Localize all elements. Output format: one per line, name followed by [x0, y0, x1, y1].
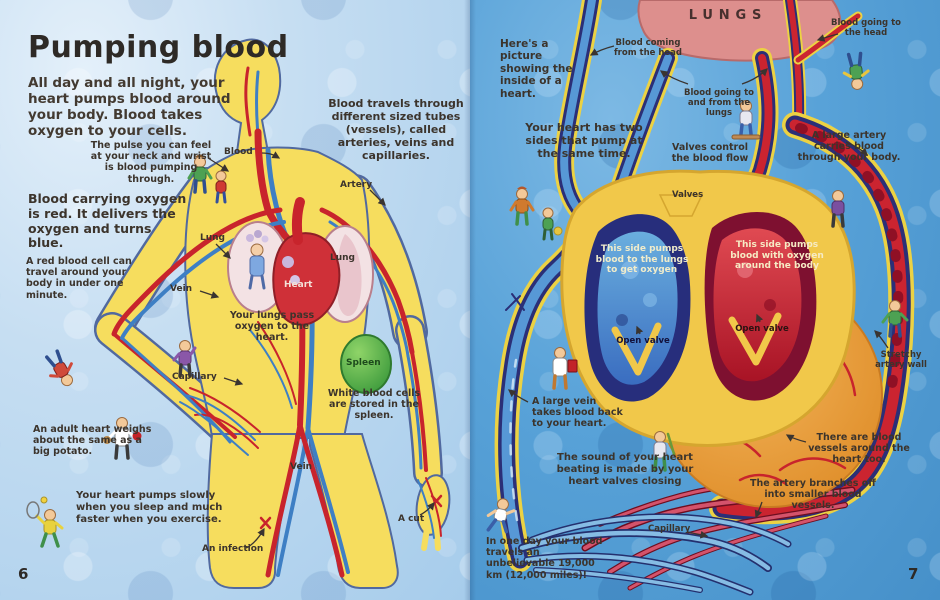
page-right	[470, 0, 940, 600]
vein-capillaries	[518, 513, 792, 596]
label-spleen: Spleen	[346, 358, 381, 368]
note-vessels: Blood travels through different sized tu…	[328, 97, 464, 162]
label-infection: An infection	[202, 544, 264, 554]
note-picture-intro: Here's a picture showing the inside of a…	[500, 38, 573, 100]
page-gutter	[464, 0, 476, 600]
label-lung-left: Lung	[200, 233, 225, 243]
page-number-right: 7	[908, 565, 919, 583]
note-red-cell: A red blood cell can travel around your …	[26, 256, 132, 301]
label-to-lungs: Blood going to and from the lungs	[684, 88, 754, 119]
label-capillary-right: Capillary	[648, 524, 691, 534]
note-one-day: In one day your blood travels an unbelie…	[486, 536, 603, 581]
page-number-left: 6	[18, 565, 29, 583]
note-adult-heart: An adult heart weighs about the same as …	[33, 424, 152, 458]
note-large-artery: A large artery carries blood through you…	[797, 130, 901, 164]
label-vein-arm: Vein	[170, 284, 193, 294]
note-vessels-around: There are blood vessels around the heart…	[808, 432, 910, 466]
lungs-heart-organs	[227, 197, 392, 394]
note-blue-side: This side pumps blood to the lungs to ge…	[595, 244, 689, 276]
label-to-head: Blood going to the head	[831, 18, 901, 39]
note-heart-sound: The sound of your heart beating is made …	[556, 452, 694, 487]
label-lung-right: Lung	[330, 253, 355, 263]
note-two-sides: Your heart has two sides that pump at th…	[525, 121, 643, 160]
label-valves: Valves	[672, 190, 704, 200]
note-white-cells: White blood cells are stored in the sple…	[327, 388, 421, 422]
label-open-valve-left: Open valve	[616, 336, 670, 346]
body-vessels	[111, 66, 443, 578]
note-red-blue: Blood carrying oxygen is red. It deliver…	[28, 191, 187, 251]
valve-right	[728, 312, 782, 366]
chamber-red	[713, 228, 802, 382]
valve-left	[611, 322, 662, 376]
label-capillary: Capillary	[172, 372, 217, 382]
spleen-organ	[340, 334, 392, 394]
note-valves-control: Valves control the blood flow	[671, 142, 749, 165]
label-open-valve-right: Open valve	[735, 324, 789, 334]
label-cut: A cut	[398, 514, 425, 524]
note-pulse: The pulse you can feel at your neck and …	[90, 140, 212, 185]
clown-illustration	[246, 230, 269, 290]
characters-right	[486, 51, 909, 534]
page-title: Pumping blood	[28, 30, 289, 65]
note-large-vein: A large vein takes blood back to your he…	[532, 396, 623, 430]
note-red-side: This side pumps blood with oxygen around…	[730, 240, 824, 272]
label-blood: Blood	[224, 147, 253, 157]
label-artery: Artery	[340, 180, 373, 190]
label-coming-head: Blood coming from the head	[613, 38, 683, 59]
label-stretchy: Stretchy artery wall	[875, 350, 927, 371]
characters-left	[26, 154, 227, 548]
note-branches: The artery branches off into smaller blo…	[750, 478, 876, 512]
label-vein-leg: Vein	[290, 462, 313, 472]
heart-organ	[272, 232, 341, 326]
note-sleep: Your heart pumps slowly when you sleep a…	[76, 490, 223, 525]
label-heart: Heart	[284, 280, 313, 290]
label-arrows	[199, 33, 889, 549]
chamber-blue	[597, 231, 678, 385]
note-lungs-pass: Your lungs pass oxygen to the heart.	[229, 310, 315, 344]
intro-paragraph: All day and all night, your heart pumps …	[28, 75, 231, 139]
lungs-caption: LUNGS	[688, 8, 768, 23]
